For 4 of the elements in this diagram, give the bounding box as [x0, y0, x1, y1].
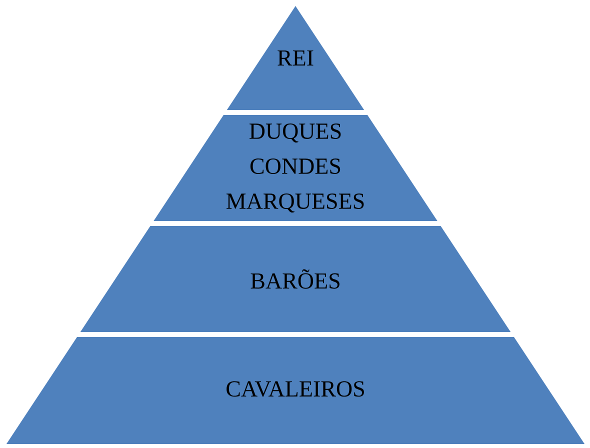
pyramid-tier: CAVALEIROS — [6, 337, 585, 444]
pyramid-tier: BARÕES — [80, 226, 511, 332]
pyramid-tier: REI — [226, 6, 364, 110]
pyramid-tier: DUQUES CONDES MARQUESES — [154, 115, 438, 221]
